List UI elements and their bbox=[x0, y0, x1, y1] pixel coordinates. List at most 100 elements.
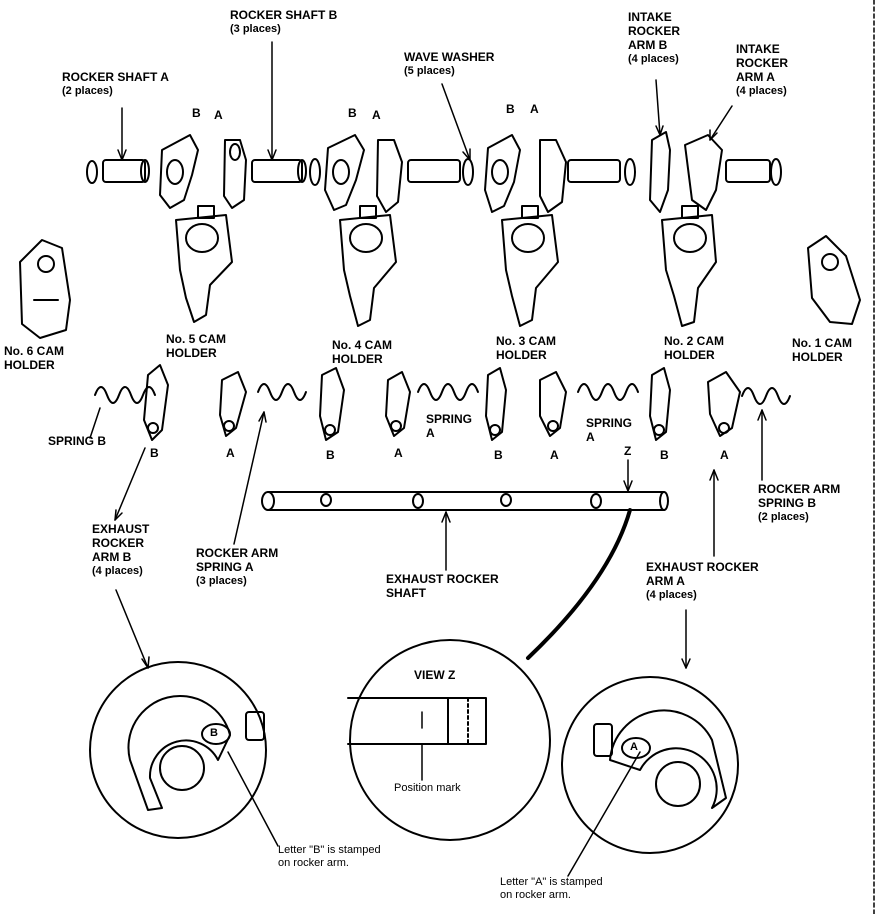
springs bbox=[95, 384, 790, 404]
detail-letter-b: B bbox=[210, 727, 218, 739]
note-letter-a: Letter "A" is stamped on rocker arm. bbox=[500, 876, 603, 902]
rocker-shaft-a bbox=[103, 160, 145, 182]
label-line: (3 places) bbox=[230, 23, 281, 35]
cam-holders bbox=[20, 206, 860, 338]
cam-holder-3 bbox=[502, 215, 558, 326]
rocker-shaft-a bbox=[408, 160, 460, 182]
label-line: (4 places) bbox=[736, 85, 787, 97]
label-cam-holder-4: No. 4 CAM HOLDER bbox=[332, 338, 392, 366]
intake-rocker-arm-a bbox=[377, 140, 402, 212]
label-line: (2 places) bbox=[62, 85, 113, 97]
label-line: No. 3 CAM bbox=[496, 334, 556, 348]
spring-a bbox=[578, 384, 638, 400]
label-line: (5 places) bbox=[404, 65, 455, 77]
intake-rocker-arm-b bbox=[160, 135, 198, 208]
wave-washer bbox=[463, 159, 473, 185]
arm-letter: A bbox=[394, 446, 403, 460]
arm-letter: A bbox=[226, 446, 235, 460]
wave-washer bbox=[771, 159, 781, 185]
exhaust-rocker-arm-b bbox=[144, 365, 168, 440]
exhaust-rocker-arm-a bbox=[220, 372, 246, 436]
label-line: HOLDER bbox=[496, 348, 547, 362]
label-line: ROCKER SHAFT B bbox=[230, 8, 338, 22]
label-line: EXHAUST ROCKER bbox=[646, 560, 759, 574]
label-line: ROCKER ARM bbox=[758, 482, 841, 496]
label-spring-b: SPRING B bbox=[48, 434, 107, 448]
label-line: ARM B bbox=[628, 38, 668, 52]
label-line: (3 places) bbox=[196, 575, 247, 587]
cam-holder-6 bbox=[20, 240, 70, 338]
label-line: INTAKE bbox=[628, 10, 672, 24]
rocker-shaft-b bbox=[252, 160, 302, 182]
label-cam-holder-3: No. 3 CAM HOLDER bbox=[496, 334, 556, 362]
label-line: SPRING bbox=[586, 416, 633, 430]
exhaust-rocker-arm-a bbox=[708, 372, 740, 436]
cam-holder-1 bbox=[808, 236, 860, 324]
label-cam-holder-1: No. 1 CAM HOLDER bbox=[792, 336, 852, 364]
label-line: No. 4 CAM bbox=[332, 338, 392, 352]
intake-rocker-arm-b bbox=[485, 135, 520, 212]
label-exhaust-rocker-shaft: EXHAUST ROCKER SHAFT bbox=[386, 572, 499, 600]
label-intake-rocker-arm-a: INTAKE ROCKER ARM A (4 places) bbox=[736, 42, 788, 98]
arm-letter: B bbox=[192, 106, 201, 120]
detail-letter-a: A bbox=[630, 741, 638, 753]
intake-assembly bbox=[87, 132, 781, 212]
intake-rocker-arm-a bbox=[685, 135, 722, 210]
label-line: No. 6 CAM bbox=[4, 344, 64, 358]
label-position-mark: Position mark bbox=[394, 782, 461, 794]
arm-letter: A bbox=[720, 448, 729, 462]
rocker-arm-spring-a bbox=[258, 384, 306, 400]
label-line: ARM A bbox=[736, 70, 775, 84]
label-line: ROCKER bbox=[628, 24, 681, 38]
label-line: ROCKER bbox=[736, 56, 789, 70]
label-line: No. 2 CAM bbox=[664, 334, 724, 348]
label-line: HOLDER bbox=[792, 350, 843, 364]
rocker-shaft-b bbox=[568, 160, 620, 182]
label-rocker-shaft-b: ROCKER SHAFT B (3 places) bbox=[230, 8, 337, 36]
detail-circle-view-z bbox=[348, 640, 550, 840]
label-cam-holder-2: No. 2 CAM HOLDER bbox=[664, 334, 724, 362]
rocker-arm-spring-b bbox=[742, 388, 790, 404]
label-line: ROCKER bbox=[92, 536, 145, 550]
intake-rocker-arm-a bbox=[540, 140, 566, 212]
label-line: HOLDER bbox=[332, 352, 383, 366]
label-line: INTAKE bbox=[736, 42, 780, 56]
wave-washer bbox=[310, 159, 320, 185]
label-line: EXHAUST ROCKER bbox=[386, 572, 499, 586]
exhaust-rocker-arm-b bbox=[320, 368, 344, 440]
label-exhaust-rocker-arm-a: EXHAUST ROCKER ARM A (4 places) bbox=[646, 560, 759, 602]
note-line: on rocker arm. bbox=[500, 889, 571, 901]
arm-letter: A bbox=[550, 448, 559, 462]
arm-letter: B bbox=[150, 446, 159, 460]
intake-rocker-arm-b bbox=[325, 135, 364, 210]
arm-letter: B bbox=[326, 448, 335, 462]
note-letter-b: Letter "B" is stamped on rocker arm. bbox=[278, 844, 381, 870]
label-exhaust-rocker-arm-b: EXHAUST ROCKER ARM B (4 places) bbox=[92, 522, 149, 578]
label-line: (4 places) bbox=[628, 53, 679, 65]
label-line: EXHAUST bbox=[92, 522, 150, 536]
label-intake-rocker-arm-b: INTAKE ROCKER ARM B (4 places) bbox=[628, 10, 680, 66]
label-line: A bbox=[586, 430, 595, 444]
exhaust-rocker-arm-b bbox=[486, 368, 506, 440]
cam-holder-5 bbox=[176, 215, 232, 322]
exhaust-rocker-arm-a bbox=[386, 372, 410, 436]
wave-washer bbox=[87, 161, 97, 183]
note-line: Letter "B" is stamped bbox=[278, 844, 381, 856]
label-line: WAVE WASHER bbox=[404, 50, 495, 64]
arm-letter: B bbox=[494, 448, 503, 462]
view-z-letter: Z bbox=[624, 444, 632, 458]
label-view-z: VIEW Z bbox=[414, 668, 456, 682]
arm-letter: A bbox=[372, 108, 381, 122]
label-line: SPRING bbox=[426, 412, 473, 426]
leader-lines bbox=[90, 42, 766, 876]
arm-letter: B bbox=[348, 106, 357, 120]
label-line: (4 places) bbox=[92, 565, 143, 577]
detail-circle-b bbox=[90, 662, 266, 838]
label-line: A bbox=[426, 426, 435, 440]
intake-rocker-arm-b bbox=[650, 132, 670, 212]
cam-holder-2 bbox=[662, 215, 716, 326]
rocker-shaft-b bbox=[726, 160, 770, 182]
label-line: No. 5 CAM bbox=[166, 332, 226, 346]
label-rocker-shaft-a: ROCKER SHAFT A (2 places) bbox=[62, 70, 169, 98]
